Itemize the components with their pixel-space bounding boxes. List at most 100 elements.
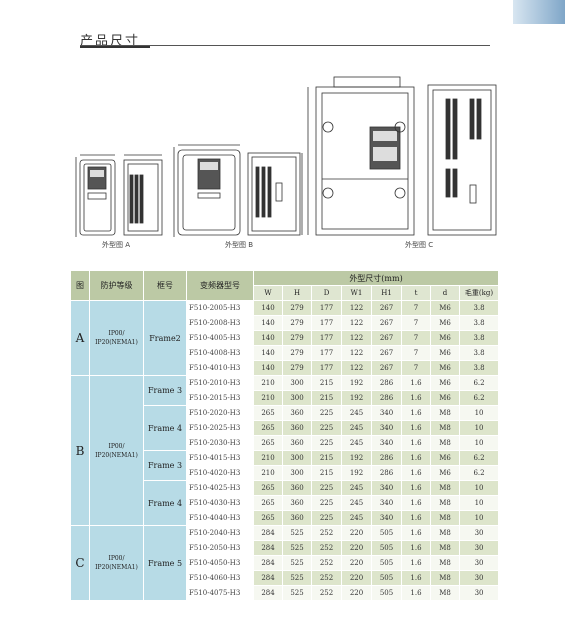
value-cell: 505 bbox=[371, 525, 402, 541]
value-cell: 265 bbox=[253, 495, 283, 511]
value-cell: 525 bbox=[282, 525, 312, 541]
value-cell: 7 bbox=[401, 345, 431, 361]
value-cell: 225 bbox=[311, 510, 342, 526]
value-cell: 360 bbox=[282, 480, 312, 496]
value-cell: 340 bbox=[371, 405, 402, 421]
value-cell: 10 bbox=[458, 435, 500, 451]
value-cell: 1.6 bbox=[401, 465, 431, 481]
value-cell: 6.2 bbox=[458, 465, 500, 481]
value-cell: 360 bbox=[282, 510, 312, 526]
value-cell: 30 bbox=[458, 555, 500, 571]
figure-caption-b: 外型图 B bbox=[225, 241, 254, 249]
value-cell: 286 bbox=[371, 375, 402, 391]
value-cell: 225 bbox=[311, 405, 342, 421]
value-cell: 1.6 bbox=[401, 495, 431, 511]
col-header-h: H bbox=[282, 285, 312, 301]
value-cell: 284 bbox=[253, 570, 283, 586]
figure-cell: B bbox=[70, 375, 90, 526]
value-cell: 265 bbox=[253, 435, 283, 451]
value-cell: 525 bbox=[282, 540, 312, 556]
value-cell: 3.8 bbox=[458, 360, 500, 376]
value-cell: 267 bbox=[371, 315, 402, 331]
model-cell: F510-2030-H3 bbox=[186, 435, 254, 451]
col-header-protection: 防护等级 bbox=[89, 270, 144, 301]
value-cell: 1.6 bbox=[401, 375, 431, 391]
value-cell: 265 bbox=[253, 420, 283, 436]
value-cell: 300 bbox=[282, 390, 312, 406]
value-cell: 286 bbox=[371, 450, 402, 466]
value-cell: 140 bbox=[253, 300, 283, 316]
value-cell: 340 bbox=[371, 420, 402, 436]
value-cell: 140 bbox=[253, 330, 283, 346]
value-cell: 215 bbox=[311, 450, 342, 466]
value-cell: 7 bbox=[401, 315, 431, 331]
value-cell: 122 bbox=[341, 300, 372, 316]
frame-cell: Frame 4 bbox=[143, 405, 187, 451]
value-cell: 220 bbox=[341, 525, 372, 541]
value-cell: 1.6 bbox=[401, 420, 431, 436]
value-cell: 7 bbox=[401, 300, 431, 316]
model-cell: F510-2040-H3 bbox=[186, 525, 254, 541]
col-header-figure: 图 bbox=[70, 270, 90, 301]
model-cell: F510-4030-H3 bbox=[186, 495, 254, 511]
header-divider bbox=[80, 45, 490, 46]
value-cell: 6.2 bbox=[458, 450, 500, 466]
value-cell: 265 bbox=[253, 480, 283, 496]
model-cell: F510-2050-H3 bbox=[186, 540, 254, 556]
value-cell: M8 bbox=[430, 525, 460, 541]
frame-cell: Frame 3 bbox=[143, 375, 187, 406]
model-cell: F510-4015-H3 bbox=[186, 450, 254, 466]
frame-cell: Frame 4 bbox=[143, 480, 187, 526]
value-cell: 267 bbox=[371, 300, 402, 316]
value-cell: M8 bbox=[430, 540, 460, 556]
value-cell: 279 bbox=[282, 330, 312, 346]
value-cell: M6 bbox=[430, 375, 460, 391]
value-cell: 1.6 bbox=[401, 390, 431, 406]
value-cell: M8 bbox=[430, 480, 460, 496]
value-cell: M6 bbox=[430, 465, 460, 481]
protection-cell: IP00/ IP20(NEMA1) bbox=[89, 375, 144, 526]
value-cell: 140 bbox=[253, 315, 283, 331]
value-cell: 1.6 bbox=[401, 585, 431, 601]
col-header-h1: H1 bbox=[371, 285, 402, 301]
value-cell: 192 bbox=[341, 375, 372, 391]
frame-cell: Frame2 bbox=[143, 300, 187, 376]
value-cell: 267 bbox=[371, 345, 402, 361]
value-cell: 122 bbox=[341, 315, 372, 331]
value-cell: M6 bbox=[430, 345, 460, 361]
value-cell: 122 bbox=[341, 345, 372, 361]
value-cell: 1.6 bbox=[401, 525, 431, 541]
value-cell: 300 bbox=[282, 375, 312, 391]
drawing-b-side bbox=[247, 152, 303, 236]
value-cell: 210 bbox=[253, 375, 283, 391]
value-cell: 245 bbox=[341, 405, 372, 421]
value-cell: 192 bbox=[341, 450, 372, 466]
corner-decoration bbox=[513, 0, 565, 24]
drawings-svg bbox=[75, 76, 497, 237]
value-cell: 3.8 bbox=[458, 315, 500, 331]
value-cell: 245 bbox=[341, 420, 372, 436]
value-cell: 286 bbox=[371, 465, 402, 481]
value-cell: 140 bbox=[253, 345, 283, 361]
value-cell: 6.2 bbox=[458, 390, 500, 406]
value-cell: 6.2 bbox=[458, 375, 500, 391]
value-cell: M8 bbox=[430, 435, 460, 451]
value-cell: 177 bbox=[311, 315, 342, 331]
value-cell: 30 bbox=[458, 540, 500, 556]
col-header-t: t bbox=[401, 285, 431, 301]
value-cell: 265 bbox=[253, 510, 283, 526]
value-cell: 245 bbox=[341, 495, 372, 511]
value-cell: 286 bbox=[371, 390, 402, 406]
value-cell: 279 bbox=[282, 300, 312, 316]
col-header-w1: W1 bbox=[341, 285, 372, 301]
